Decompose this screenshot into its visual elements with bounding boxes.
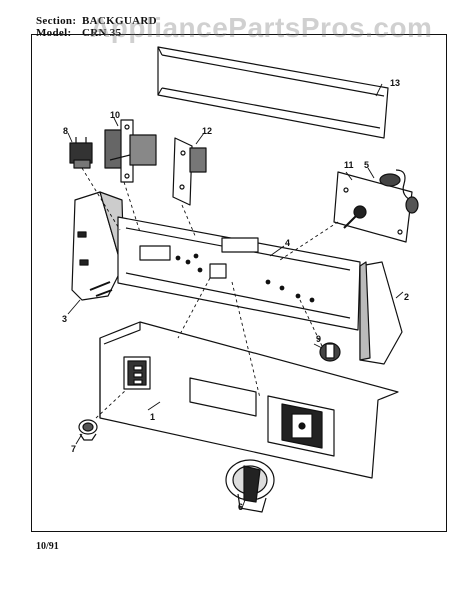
part-11-clock-timer xyxy=(333,169,419,243)
callout-leaders xyxy=(67,83,404,509)
callout-6: 6 xyxy=(238,502,243,512)
model-label: Model: xyxy=(36,27,72,39)
part-4-control-panel xyxy=(117,216,361,331)
part-1-console-panel xyxy=(99,321,399,479)
part-7-indicator-light xyxy=(78,419,98,441)
part-12-bracket xyxy=(172,137,207,206)
callout-11: 11 xyxy=(344,160,354,170)
callout-2: 2 xyxy=(404,292,409,302)
callout-12: 12 xyxy=(202,126,212,136)
diagram-border xyxy=(31,34,447,532)
model-value: CRN 35 xyxy=(82,27,122,39)
revision-date: 10/91 xyxy=(36,541,59,552)
callout-numbers: 1 2 3 4 5 6 7 8 9 10 11 12 13 xyxy=(62,78,409,512)
section-label: Section: xyxy=(36,15,77,27)
callout-13: 13 xyxy=(390,78,400,88)
leader-lines xyxy=(81,167,339,419)
part-3-left-end-cap xyxy=(71,191,125,301)
part-9-clip xyxy=(319,342,341,362)
part-2-right-end-cap xyxy=(359,261,403,365)
part-13-trim-strip xyxy=(157,46,389,139)
callout-7: 7 xyxy=(71,444,76,454)
section-value: BACKGUARD xyxy=(82,15,157,27)
callout-1: 1 xyxy=(150,412,155,422)
part-8-switch xyxy=(69,137,93,169)
callout-3: 3 xyxy=(62,314,67,324)
callout-5: 5 xyxy=(364,160,369,170)
part-10-thermostat-switch xyxy=(104,119,157,183)
callout-8: 8 xyxy=(63,126,68,136)
part-6-control-knob xyxy=(225,459,275,513)
watermark: AppliancePartsPros.com xyxy=(90,12,433,43)
callout-9: 9 xyxy=(316,334,321,344)
callout-4: 4 xyxy=(285,238,290,248)
callout-10: 10 xyxy=(110,110,120,120)
